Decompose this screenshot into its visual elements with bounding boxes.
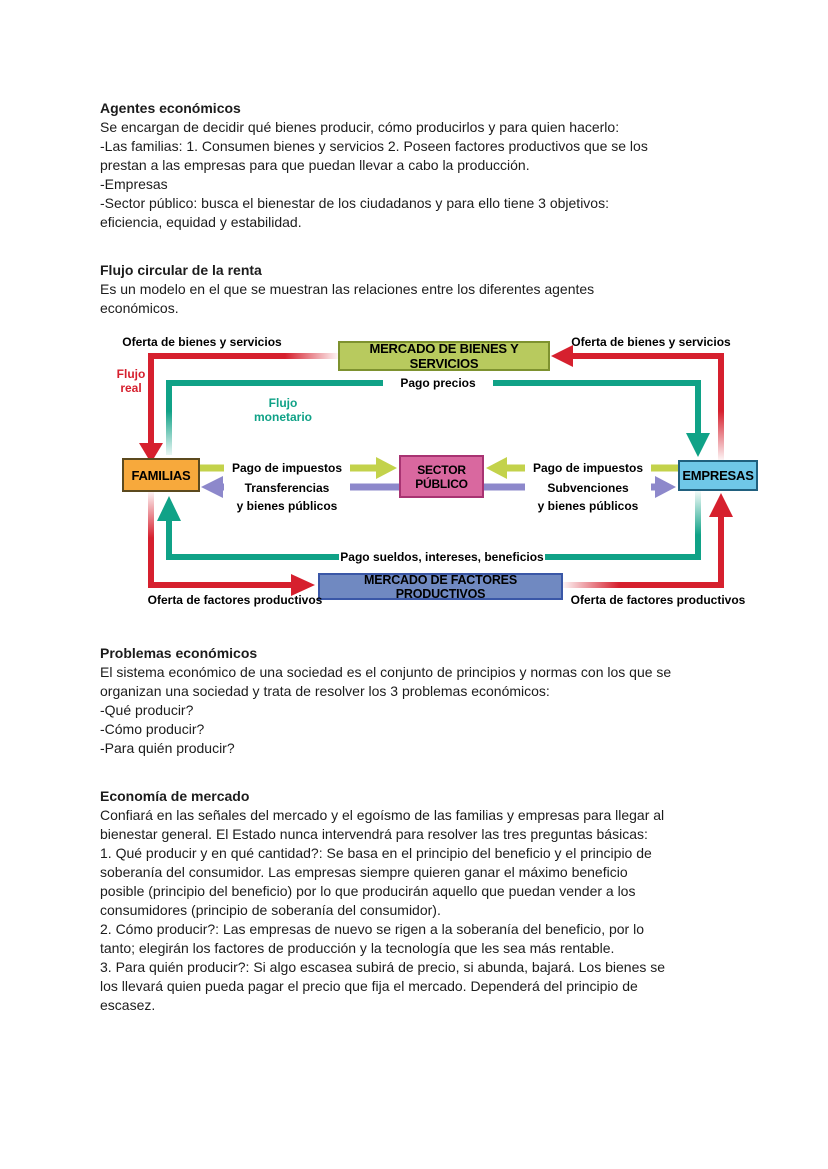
section-economia-de-mercado: Economía de mercado Confiará en las seña… bbox=[100, 787, 800, 1015]
paragraph: El sistema económico de una sociedad es … bbox=[100, 663, 800, 758]
label-subvenciones-line2: y bienes públicos bbox=[537, 499, 639, 513]
label-transferencias-line2: y bienes públicos bbox=[236, 499, 338, 513]
text-line: bienestar general. El Estado nunca inter… bbox=[100, 826, 648, 842]
text-line: -Cómo producir? bbox=[100, 721, 205, 737]
text-line: -Empresas bbox=[100, 176, 168, 192]
paragraph: Es un modelo en el que se muestran las r… bbox=[100, 280, 800, 318]
text-line: escasez. bbox=[100, 997, 156, 1013]
box-sector-publico: SECTOR PÚBLICO bbox=[399, 455, 484, 498]
text-line: posible (principio del beneficio) por lo… bbox=[100, 883, 636, 899]
label-oferta-bienes-right: Oferta de bienes y servicios bbox=[571, 335, 731, 349]
section-problemas-economicos: Problemas económicos El sistema económic… bbox=[100, 644, 800, 758]
text-line: -Las familias: 1. Consumen bienes y serv… bbox=[100, 138, 648, 154]
label-transferencias-line1: Transferencias bbox=[244, 481, 330, 495]
text-line: -Para quién producir? bbox=[100, 740, 235, 756]
text-line: soberanía del consumidor. Las empresas s… bbox=[100, 864, 628, 880]
section-flujo-circular: Flujo circular de la renta Es un modelo … bbox=[100, 261, 800, 318]
label-pago-impuestos-right: Pago de impuestos bbox=[525, 460, 651, 476]
section-heading: Problemas económicos bbox=[100, 645, 258, 661]
label-pago-precios: Pago precios bbox=[383, 375, 493, 391]
label-oferta-bienes-left: Oferta de bienes y servicios bbox=[122, 335, 282, 349]
text-line: -Qué producir? bbox=[100, 702, 194, 718]
label-subvenciones-line1: Subvenciones bbox=[547, 481, 629, 495]
label-pago-sueldos: Pago sueldos, intereses, beneficios bbox=[339, 549, 545, 565]
text-line: 2. Cómo producir?: Las empresas de nuevo… bbox=[100, 921, 644, 937]
text-line: 1. Qué producir y en qué cantidad?: Se b… bbox=[100, 845, 652, 861]
label-oferta-factores-left: Oferta de factores productivos bbox=[147, 593, 323, 607]
section-agentes-economicos: Agentes económicos Se encargan de decidi… bbox=[100, 99, 800, 232]
label-flujo-real: Flujo real bbox=[116, 367, 146, 395]
box-mercado-factores-productivos: MERCADO DE FACTORES PRODUCTIVOS bbox=[318, 573, 563, 601]
text-line: los llevará quien pueda pagar el precio … bbox=[100, 978, 638, 994]
label-flujo-monetario: Flujo monetario bbox=[253, 396, 312, 424]
arrow-fade-overlays bbox=[145, 351, 727, 591]
box-mercado-bienes-servicios: MERCADO DE BIENES Y SERVICIOS bbox=[338, 341, 550, 371]
text-line: Es un modelo en el que se muestran las r… bbox=[100, 281, 595, 297]
text-line: -Sector público: busca el bienestar de l… bbox=[100, 195, 609, 211]
section-heading: Flujo circular de la renta bbox=[100, 262, 262, 278]
text-line: consumidores (principio de soberanía del… bbox=[100, 902, 441, 918]
text-line: prestan a las empresas para que puedan l… bbox=[100, 157, 530, 173]
paragraph: Se encargan de decidir qué bienes produc… bbox=[100, 118, 800, 232]
box-familias: FAMILIAS bbox=[122, 458, 200, 492]
label-pago-impuestos-left: Pago de impuestos bbox=[224, 460, 350, 476]
paragraph: Confiará en las señales del mercado y el… bbox=[100, 806, 800, 1015]
text-line: económicos. bbox=[100, 300, 179, 316]
circular-flow-diagram: MERCADO DE BIENES Y SERVICIOS FAMILIAS S… bbox=[105, 333, 765, 618]
box-empresas: EMPRESAS bbox=[678, 460, 758, 491]
text-line: organizan una sociedad y trata de resolv… bbox=[100, 683, 550, 699]
text-line: Se encargan de decidir qué bienes produc… bbox=[100, 119, 620, 135]
label-transferencias: Transferencias y bienes públicos bbox=[224, 479, 350, 515]
text-line: eficiencia, equidad y estabilidad. bbox=[100, 214, 302, 230]
label-oferta-factores-right: Oferta de factores productivos bbox=[570, 593, 746, 607]
text-line: tanto; elegirán los factores de producci… bbox=[100, 940, 615, 956]
text-line: Confiará en las señales del mercado y el… bbox=[100, 807, 665, 823]
section-heading: Economía de mercado bbox=[100, 788, 250, 804]
text-line: El sistema económico de una sociedad es … bbox=[100, 664, 672, 680]
text-line: 3. Para quién producir?: Si algo escasea… bbox=[100, 959, 666, 975]
section-heading: Agentes económicos bbox=[100, 100, 241, 116]
label-subvenciones: Subvenciones y bienes públicos bbox=[525, 479, 651, 515]
